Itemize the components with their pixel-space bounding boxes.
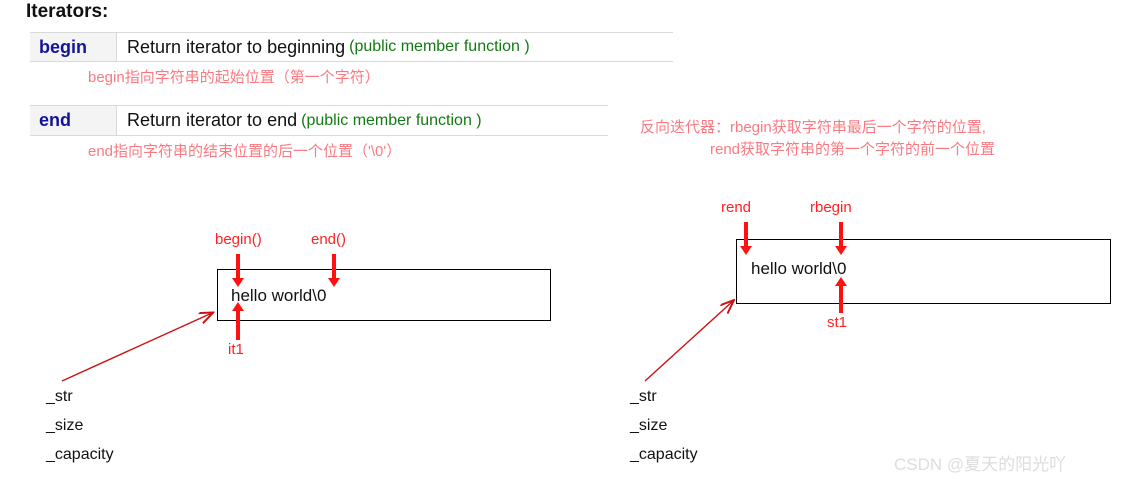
- reverse-buffer-box: [736, 239, 1111, 304]
- reverse-label-st1: st1: [827, 314, 848, 331]
- annotation-begin: begin指向字符串的起始位置（第一个字符）: [88, 69, 380, 86]
- reverse-field-size: _size: [630, 417, 668, 434]
- forward-label-it1: it1: [228, 341, 244, 358]
- csdn-watermark: CSDN @夏天的阳光吖: [894, 455, 1067, 474]
- reference-description-end: Return iterator to end (public member fu…: [117, 106, 482, 135]
- page-title: Iterators:: [26, 1, 109, 22]
- pointer-arrow-right-str: [644, 301, 733, 382]
- forward-label-end: end(): [311, 231, 347, 248]
- reference-description-text-begin: Return iterator to beginning: [127, 36, 346, 57]
- forward-label-begin: begin(): [215, 231, 262, 248]
- reference-kind-end: (public member function ): [301, 111, 482, 129]
- reference-description-text-end: Return iterator to end: [127, 110, 298, 130]
- forward-buffer-box: [217, 269, 551, 321]
- reverse-buffer-text: hello world\0: [751, 259, 847, 278]
- reference-name-end: end: [30, 106, 117, 135]
- reverse-field-str: _str: [630, 388, 657, 405]
- reference-row-end[interactable]: end Return iterator to end (public membe…: [30, 105, 608, 136]
- reverse-field-capacity: _capacity: [630, 446, 698, 463]
- annotation-reverse-line1: 反向迭代器：rbegin获取字符串最后一个字符的位置,: [640, 119, 986, 136]
- forward-field-capacity: _capacity: [46, 446, 114, 463]
- annotation-end: end指向字符串的结束位置的后一个位置（'\0'）: [88, 143, 402, 160]
- annotation-reverse-line2: rend获取字符串的第一个字符的前一个位置: [710, 140, 996, 158]
- pointer-arrow-left-str: [61, 313, 212, 382]
- forward-field-str: _str: [46, 388, 73, 405]
- reverse-label-rbegin: rbegin: [810, 199, 852, 216]
- forward-field-size: _size: [46, 417, 84, 434]
- reference-description-begin: Return iterator to beginning (public mem…: [117, 33, 530, 61]
- reverse-label-rend: rend: [721, 199, 752, 216]
- forward-buffer-text: hello world\0: [231, 286, 327, 305]
- reference-kind-begin: (public member function ): [349, 38, 530, 55]
- reference-name-begin: begin: [30, 33, 117, 61]
- annotation-reverse-iterator: 反向迭代器：rbegin获取字符串最后一个字符的位置, rend获取字符串的第一…: [640, 117, 995, 161]
- reference-row-begin[interactable]: begin Return iterator to beginning (publ…: [30, 32, 673, 62]
